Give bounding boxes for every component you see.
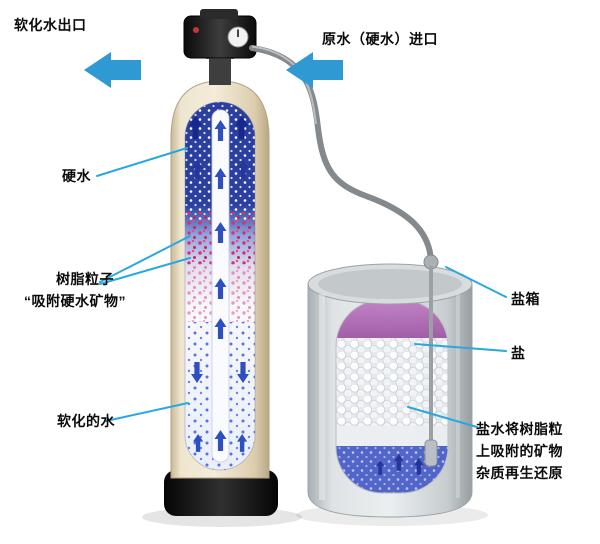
label-brine-line2: 上吸附的矿物 [476,443,563,459]
resin-tank [164,80,278,516]
interior-outline [184,101,256,471]
label-salt: 盐 [511,345,526,361]
flow-arrows [84,52,343,88]
leader-hard-water [96,147,188,177]
valve-indicator [193,27,199,33]
leader-brine [407,406,478,428]
valve-stem [209,54,231,85]
label-salt-box: 盐箱 [511,291,540,307]
salt-tank [307,263,473,518]
leader-resin-upper [99,235,191,283]
label-softened-outlet: 软化水出口 [14,17,87,33]
label-softened-water: 软化的水 [57,413,115,429]
outlet-left-arrow-icon [84,52,141,88]
leader-resin-lower [99,257,191,285]
label-brine-line1: 盐水将树脂粒 [476,421,563,437]
valve-cap [200,9,238,19]
label-brine-line3: 杂质再生还原 [476,465,563,481]
leader-salt [414,343,507,352]
tank-base [164,470,278,516]
label-resin-particles: 树脂粒子 [56,271,114,287]
leader-salt-box [445,266,507,298]
center-riser-column [211,109,230,463]
label-hard-water: 硬水 [62,168,91,184]
leader-softened-water [105,402,189,422]
label-resin-function: “吸附硬水矿物” [24,293,126,309]
inlet-left-arrow-icon [286,52,343,88]
control-valve [183,9,257,85]
tube-strainer [424,439,438,467]
label-raw-inlet: 原水（硬水）进口 [322,31,438,47]
leader-lines [96,147,507,428]
